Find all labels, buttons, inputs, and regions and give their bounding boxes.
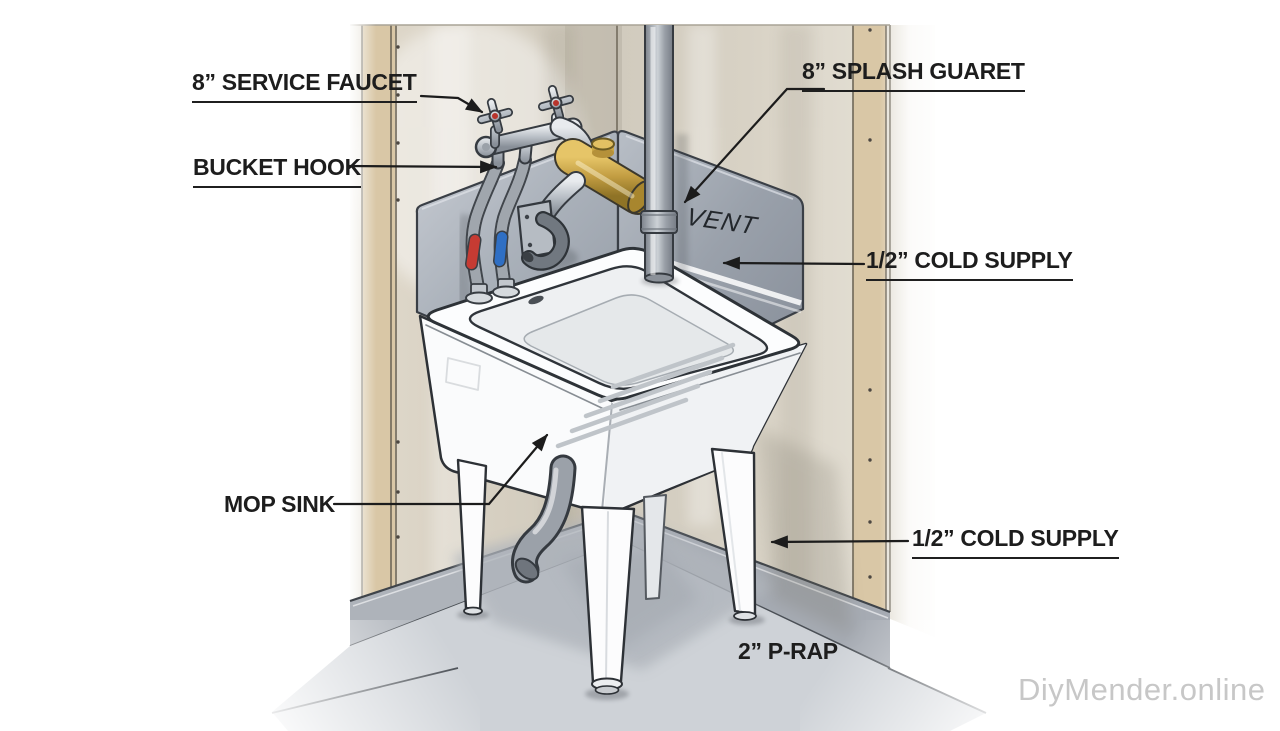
leader-service-faucet xyxy=(419,94,484,114)
sink-legs xyxy=(456,447,757,695)
faucet-assembly xyxy=(465,84,657,305)
callout-mop-sink: MOP SINK xyxy=(224,491,335,517)
leader-cold-supply-lower xyxy=(770,535,910,549)
pipe-coupling xyxy=(640,210,678,234)
leader-mop-sink xyxy=(332,433,549,506)
left-wall-fade xyxy=(344,20,378,620)
cold-band xyxy=(494,232,507,266)
watermark: DiyMender.online xyxy=(1018,672,1266,707)
faucet-handle-left xyxy=(476,97,514,135)
vent-pipe xyxy=(640,25,679,286)
escutcheons xyxy=(465,278,520,305)
drywall-screws-left xyxy=(396,45,400,539)
faucet-handle-right xyxy=(537,84,575,122)
callout-cold-supply-lower: 1/2” COLD SUPPLY xyxy=(912,525,1119,559)
mop-sink xyxy=(418,246,808,695)
leader-cold-supply-upper xyxy=(722,256,866,270)
callout-splash-guard: 8” SPLASH GUARET xyxy=(802,58,1025,92)
brass-cap xyxy=(591,137,615,151)
p-trap xyxy=(511,454,577,584)
supply-hoses xyxy=(465,153,532,300)
leader-lines xyxy=(332,87,910,549)
service-faucet xyxy=(474,84,657,271)
callout-cold-supply-upper: 1/2” COLD SUPPLY xyxy=(866,247,1073,281)
leader-splash-guard xyxy=(683,87,826,204)
callout-bucket-hook: BUCKET HOOK xyxy=(193,154,361,188)
callout-service-faucet: 8” SERVICE FAUCET xyxy=(192,69,417,103)
drain-grooves xyxy=(555,342,736,449)
overflow-hole xyxy=(528,295,544,305)
callout-p-trap: 2” P-RAP xyxy=(738,638,838,664)
brass-valve-body xyxy=(556,140,655,213)
leader-bucket-hook xyxy=(346,160,498,174)
hot-band xyxy=(466,235,480,269)
